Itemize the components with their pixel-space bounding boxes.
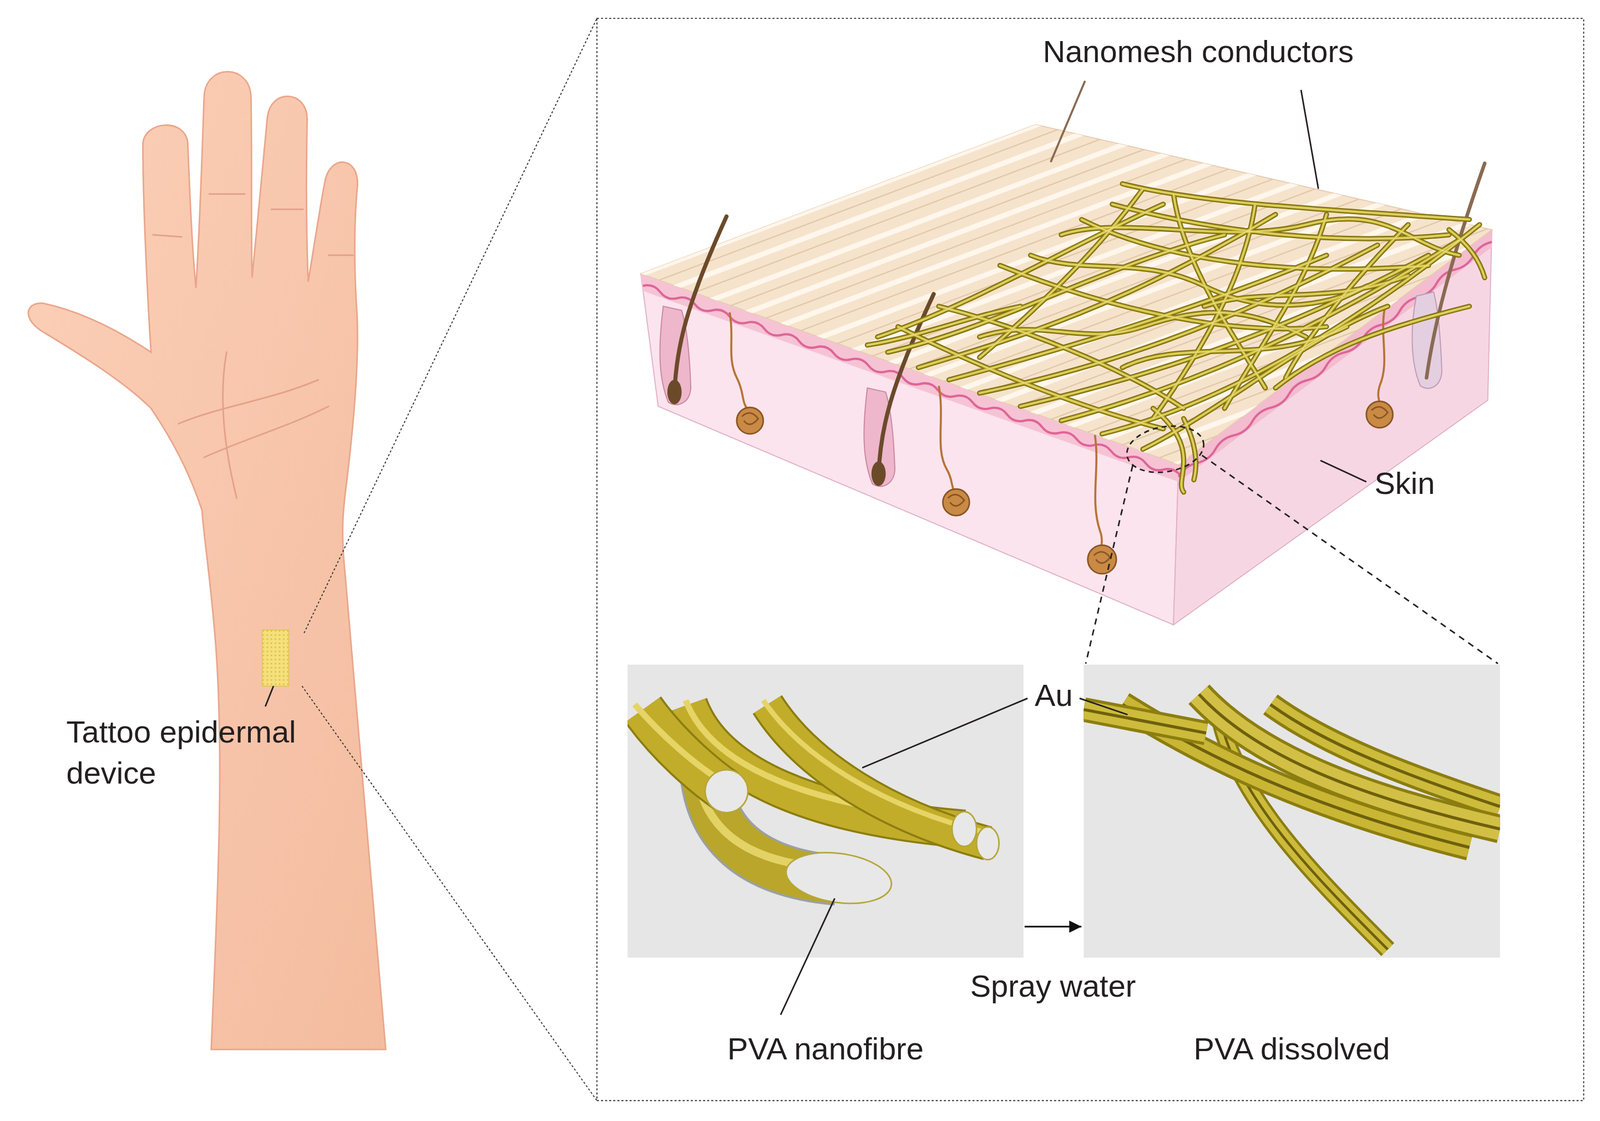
nanomesh-fibres [867,183,1485,493]
panel-ground [1083,664,1500,958]
skin-block [596,0,1600,625]
nanomesh-fibres [867,183,1485,493]
leader-lines [1300,89,1367,482]
hand-arm [28,71,386,1050]
zoom-lines [1085,455,1498,664]
fibre-cores [705,769,1000,910]
tattoo-patch [262,629,290,686]
panel-caption: PVA nanofibre [727,1029,924,1067]
leader-lines [862,697,1128,768]
callout-label: Tattoo epidermal device [66,711,333,794]
callout-label: Au [1034,676,1073,714]
nanomesh-fibres [867,183,1485,493]
leader-line [780,898,835,1015]
zoom-ellipse [1123,419,1208,478]
image-panel: PVA nanofibre [627,664,1024,958]
hair [1426,163,1485,378]
panel-ground [627,664,1024,958]
sweat-gland [736,401,1394,574]
callout-label: Nanomesh conductors [1042,32,1354,70]
palm-lines [153,194,354,499]
hair [674,216,727,392]
process-arrow [1024,925,1082,928]
leader-line [265,685,274,707]
hollow-shells [1083,694,1500,950]
hair [1050,81,1085,161]
arrow-label: Spray water [970,966,1137,1005]
panel-caption: PVA dissolved [1193,1029,1391,1067]
image-panel: PVA dissolved [1083,664,1500,958]
coated-fibres [634,700,988,880]
callout-label: Skin [1374,464,1436,502]
zoom-lines [301,18,1584,1101]
